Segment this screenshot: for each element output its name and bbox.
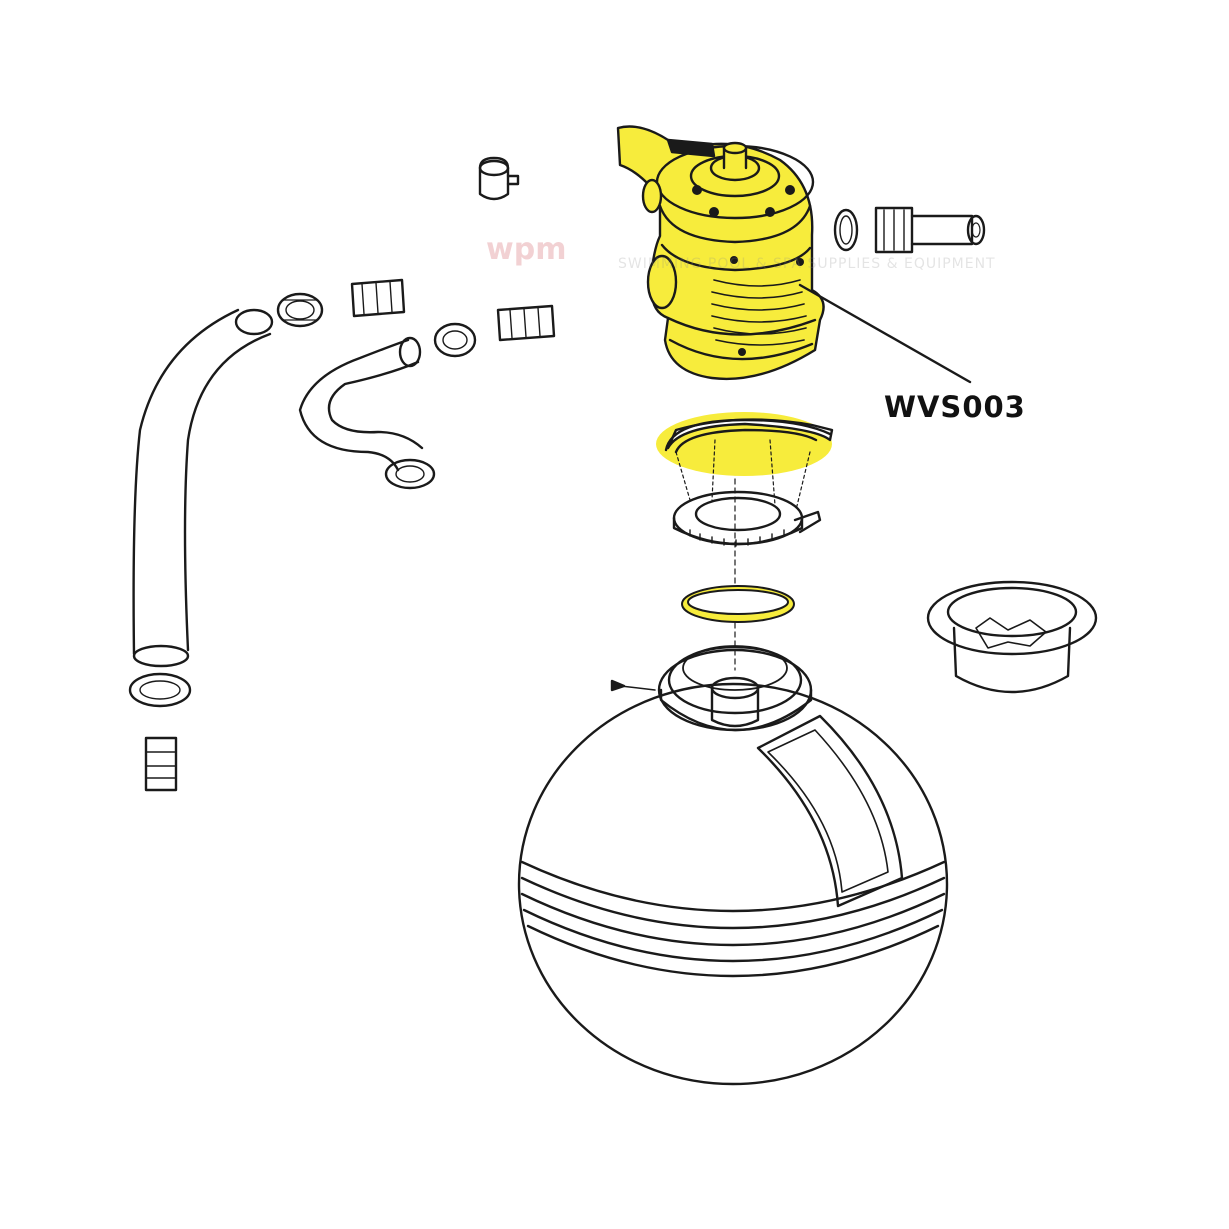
watermark: wpm SWIMMING POOL & SPA SUPPLIES & EQUIP… [470,222,995,282]
part-number-callout: WVS003 [884,390,1026,424]
valve-clamp-highlight [656,412,834,511]
hose-clamp-1 [276,292,324,328]
strainer-basket [926,580,1098,694]
multiport-valve-highlight [616,125,825,381]
o-ring-highlight [681,585,795,623]
hose-clamp-2 [433,322,477,358]
watermark-tagline: SWIMMING POOL & SPA SUPPLIES & EQUIPMENT [618,256,996,272]
union-fitting-right [833,206,986,254]
long-hose [128,308,274,792]
gauge-plug [478,156,520,201]
clamp-ring [672,490,822,547]
hose-barb-1 [350,278,406,318]
hose-barb-2 [496,304,556,342]
callout-leader-line [798,283,972,384]
s-bend-hose [298,336,436,490]
filter-tank [517,645,949,1086]
watermark-logo: wpm [486,232,567,267]
